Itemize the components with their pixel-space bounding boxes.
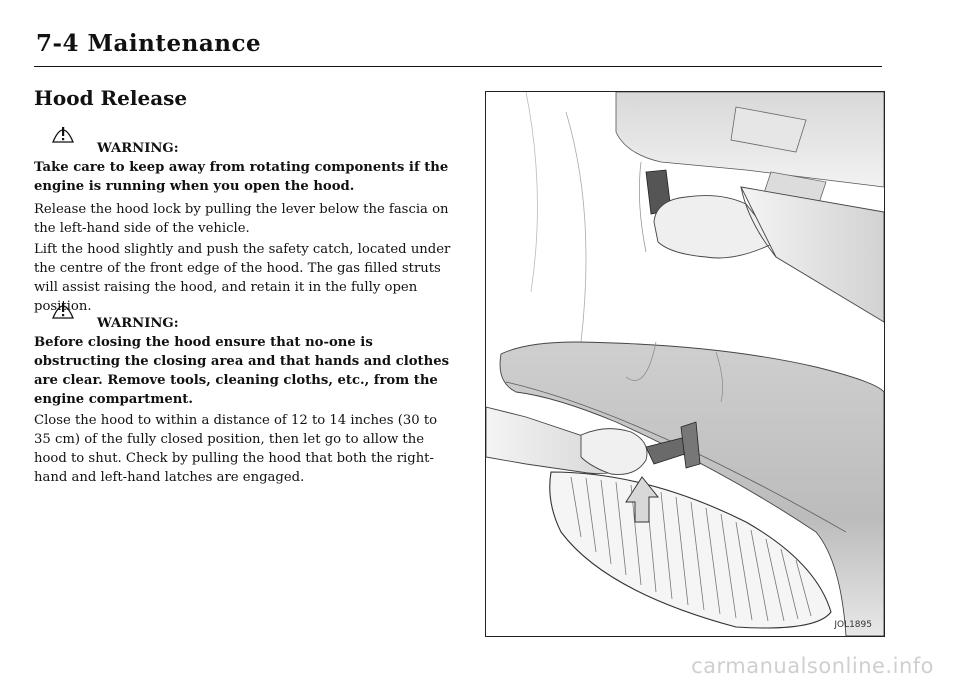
hood-release-illustration: JOL1895 bbox=[485, 91, 885, 637]
warning-icon bbox=[52, 127, 74, 143]
figure-code: JOL1895 bbox=[834, 620, 872, 630]
body-paragraph: Close the hood to within a distance of 1… bbox=[34, 411, 454, 487]
paragraph-safety-catch: Lift the hood slightly and push the safe… bbox=[34, 242, 451, 314]
warning-text: Take care to keep away from rotating com… bbox=[34, 160, 449, 194]
illustration-drawing bbox=[486, 92, 884, 636]
section-title: Hood Release bbox=[34, 86, 188, 110]
page-header: 7-4 Maintenance bbox=[36, 30, 262, 57]
warning-label: WARNING: bbox=[97, 316, 179, 331]
watermark: carmanualsonline.info bbox=[691, 654, 934, 678]
paragraph-hood-lock: Release the hood lock by pulling the lev… bbox=[34, 202, 449, 236]
warning-text-block: Before closing the hood ensure that no-o… bbox=[34, 333, 454, 409]
warning-text-block: Take care to keep away from rotating com… bbox=[34, 158, 454, 196]
warning-text: Before closing the hood ensure that no-o… bbox=[34, 335, 450, 407]
body-paragraph: Release the hood lock by pulling the lev… bbox=[34, 200, 454, 238]
body-paragraph: Lift the hood slightly and push the safe… bbox=[34, 240, 454, 316]
header-rule bbox=[34, 66, 882, 67]
paragraph-close-hood: Close the hood to within a distance of 1… bbox=[34, 413, 438, 485]
warning-label: WARNING: bbox=[97, 141, 179, 156]
warning-icon bbox=[52, 303, 74, 319]
